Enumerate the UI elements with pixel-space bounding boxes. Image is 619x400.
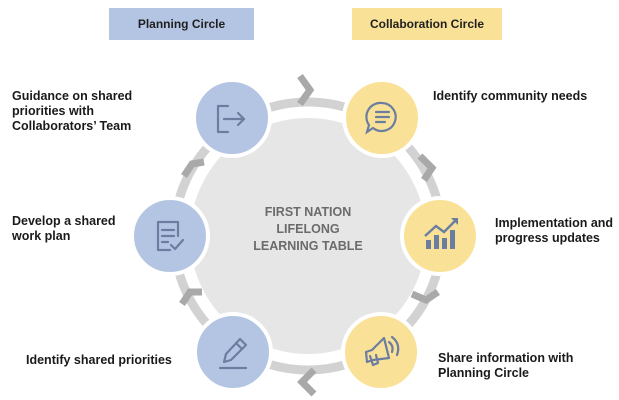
label-identify-shared-priorities: Identify shared priorities <box>26 353 172 367</box>
growth-chart-icon <box>424 218 458 249</box>
label-implementation: Implementation and progress updates <box>495 216 614 245</box>
arrow-upper-left <box>181 158 205 178</box>
megaphone-icon <box>364 335 400 367</box>
legend-collaboration-label: Collaboration Circle <box>369 17 485 31</box>
arrow-lower-right <box>410 289 440 304</box>
arrow-bottom <box>297 367 317 397</box>
cycle-arrows <box>179 73 440 397</box>
chat-bubble-icon <box>365 101 397 135</box>
legend-collaboration-circle: Collaboration Circle <box>352 8 502 40</box>
node-identify-shared-priorities <box>193 312 273 392</box>
arrow-lower-left <box>179 288 202 306</box>
center-hub <box>190 118 426 354</box>
arrow-top <box>297 73 315 107</box>
node-share-information <box>341 312 421 392</box>
checklist-icon <box>156 220 185 252</box>
arrow-upper-right <box>417 153 437 182</box>
legend-planning-circle: Planning Circle <box>109 8 254 40</box>
exit-icon <box>216 104 246 134</box>
pencil-icon <box>218 337 248 370</box>
center-title: FIRST NATION LIFELONG LEARNING TABLE <box>253 205 363 253</box>
label-share-information: Share information with Planning Circle <box>438 351 574 380</box>
label-develop-work-plan: Develop a shared work plan <box>12 214 116 243</box>
node-implementation <box>400 196 480 276</box>
label-identify-community-needs: Identify community needs <box>433 89 588 103</box>
legend-planning-label: Planning Circle <box>137 17 226 31</box>
label-guidance: Guidance on shared priorities with Colla… <box>12 89 133 133</box>
